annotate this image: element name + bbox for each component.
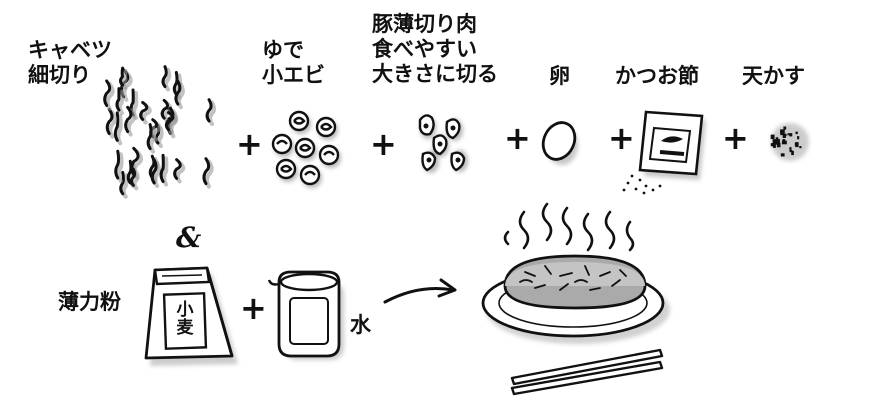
label-tempura-bits: 天かす [742, 64, 805, 88]
okonomiyaki-on-plate-icon [481, 254, 670, 344]
plus-sign: + [240, 289, 267, 327]
sliced-pork-icon [418, 114, 468, 173]
plus-sign: + [722, 119, 749, 157]
label-shrimp: ゆで 小エビ [262, 38, 325, 87]
water-measuring-cup-icon [267, 270, 344, 360]
tempura-bits-icon [770, 123, 809, 161]
plus-sign: + [504, 119, 531, 157]
chopsticks-icon [510, 348, 664, 396]
flour-bag-icon [144, 266, 238, 366]
ampersand: & [176, 221, 202, 254]
plus-sign: + [370, 125, 397, 163]
label-cabbage: キャベツ 細切り [28, 38, 112, 87]
bonito-flakes-bag-icon [622, 110, 706, 195]
steam-icon [503, 202, 635, 252]
right-arrow-icon [383, 278, 457, 304]
label-flour: 薄力粉 [58, 290, 121, 314]
label-pork: 豚薄切り肉 食べやすい 大きさに切る [372, 12, 498, 86]
plus-sign: + [608, 119, 635, 157]
label-egg: 卵 [549, 64, 570, 88]
label-bonito-flakes: かつお節 [615, 64, 699, 88]
label-water: 水 [350, 313, 371, 337]
plus-sign: + [236, 125, 263, 163]
egg-icon [541, 121, 578, 165]
flour-bag-label: 小 麦 [176, 300, 194, 338]
shredded-cabbage-icon [103, 65, 217, 199]
boiled-shrimp-icon [271, 110, 341, 188]
